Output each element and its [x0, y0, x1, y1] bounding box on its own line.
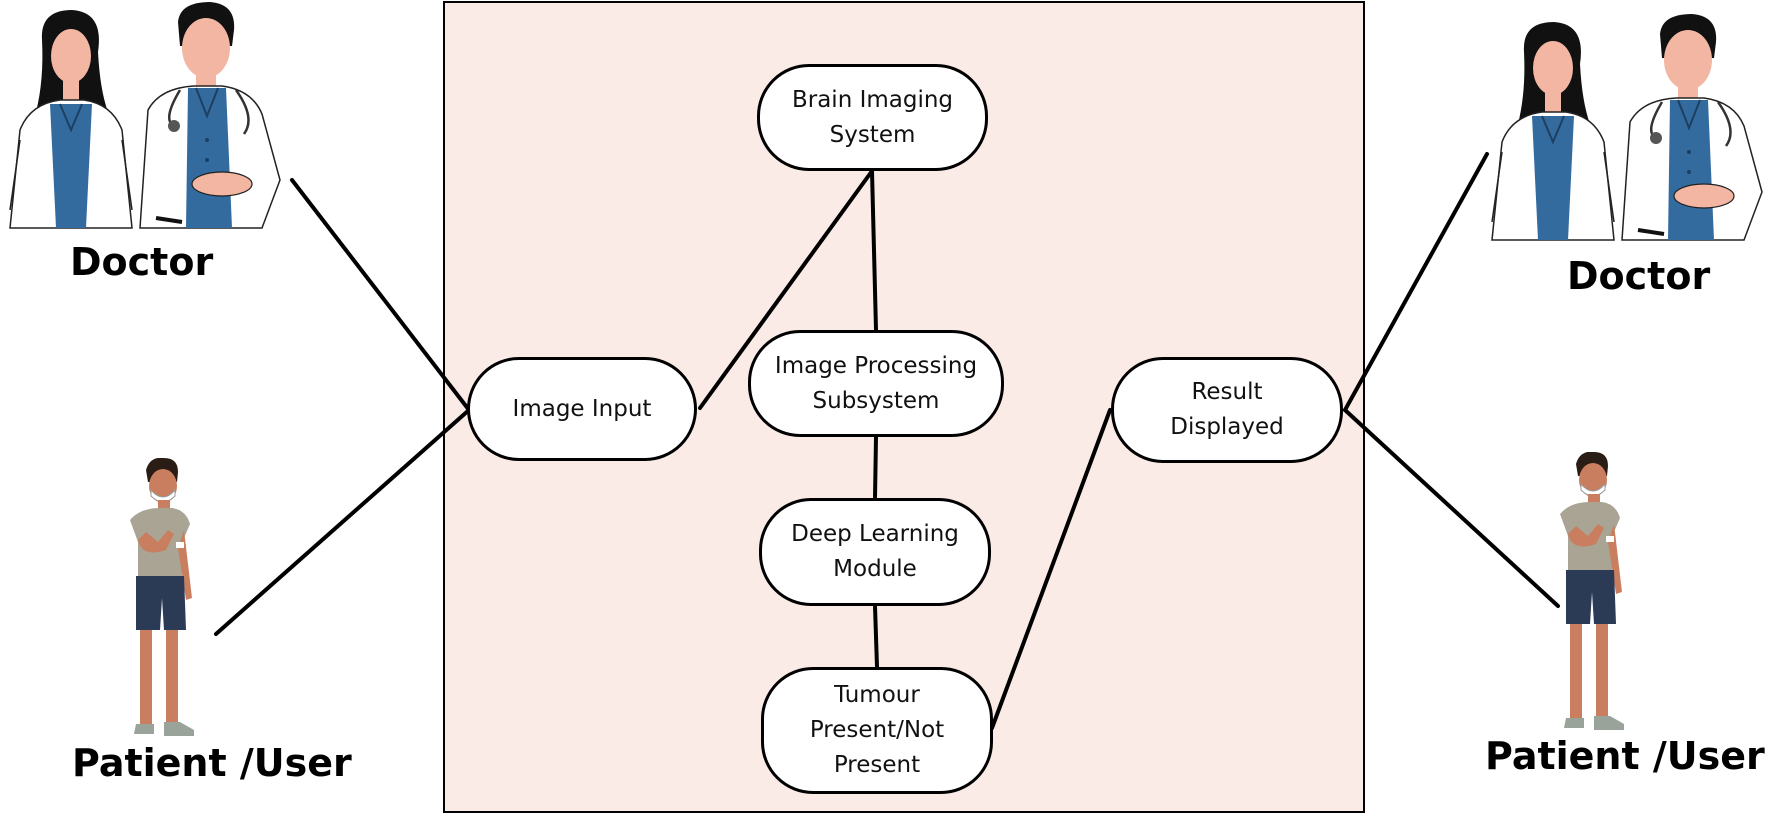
left-patient-icon	[130, 458, 194, 736]
deep-learning-node: Deep Learning Module	[759, 498, 991, 606]
left-doctor-label: Doctor	[70, 240, 214, 284]
left-patient-label: Patient /User	[72, 741, 352, 785]
right-doctor-label: Doctor	[1567, 254, 1711, 298]
link-processing-deep-learning	[873, 435, 878, 500]
link-result-right-doctor	[1343, 152, 1489, 412]
deep-learning-label: Deep Learning Module	[791, 521, 959, 582]
male-doctor-icon	[1621, 14, 1763, 241]
male-doctor-icon	[139, 2, 281, 229]
tumour-status-label: Tumour Present/Not Present	[809, 682, 945, 778]
female-doctor-icon	[9, 10, 133, 229]
brain-imaging-label: Brain Imaging System	[791, 86, 954, 148]
link-result-right-patient	[1343, 408, 1560, 608]
link-left-patient-image-input	[214, 408, 471, 636]
image-input-label: Image Input	[512, 395, 652, 422]
link-tumour-result	[990, 408, 1112, 730]
image-processing-label: Image Processing Subsystem	[774, 352, 978, 414]
image-processing-node: Image Processing Subsystem	[748, 330, 1004, 437]
right-patient-label: Patient /User	[1485, 734, 1765, 778]
link-image-input-brain-imaging	[698, 169, 874, 410]
left-doctors-illustration	[9, 2, 281, 229]
right-patient-icon	[1560, 452, 1624, 730]
image-input-node: Image Input	[467, 357, 697, 461]
link-brain-imaging-processing	[870, 169, 878, 332]
link-deep-learning-tumour	[873, 604, 879, 669]
tumour-status-node: Tumour Present/Not Present	[761, 667, 993, 794]
right-doctors-illustration	[1491, 14, 1763, 241]
result-displayed-node: Result Displayed	[1111, 357, 1343, 463]
female-doctor-icon	[1491, 22, 1615, 241]
link-left-doctor-image-input	[290, 178, 471, 412]
brain-imaging-node: Brain Imaging System	[757, 64, 988, 171]
result-displayed-label: Result Displayed	[1170, 379, 1284, 440]
